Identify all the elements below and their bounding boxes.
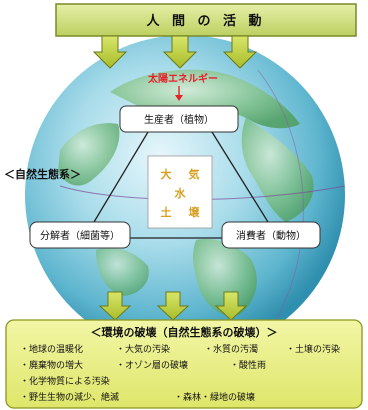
destruction-box: ＜環境の破壊（自然生態系の破壊）＞ ・地球の温暖化 ・大気の汚染 ・水質の汚濁 …	[5, 319, 363, 409]
destruction-item: ・森林・緑地の破壊	[174, 391, 255, 403]
destruction-title: ＜環境の破壊（自然生態系の破壊）＞	[91, 325, 278, 339]
cycle-triangle	[93, 131, 269, 239]
destruction-item: ・化学物質による汚染	[20, 375, 110, 387]
consumer-label: 消費者（動物）	[236, 229, 306, 242]
human-activity-label: 人 間 の 活 動	[146, 13, 265, 29]
human-activity-banner: 人 間 の 活 動	[55, 3, 357, 37]
producer-label: 生産者（植物）	[144, 113, 214, 126]
consumer-box: 消費者（動物）	[221, 221, 321, 249]
env-soil-char-1: 土	[161, 205, 172, 219]
environment-box: 大 気 水 土 壌	[147, 155, 213, 229]
natural-ecosystem-label: ＜自然生態系＞	[4, 167, 81, 181]
arrow-down-icon	[156, 291, 190, 321]
decomposer-box: 分解者（細菌等）	[29, 221, 131, 249]
arrow-down-icon	[92, 35, 128, 69]
solar-energy-label: 太陽エネルギー	[147, 72, 218, 85]
destruction-item: ・土壌の汚染	[286, 343, 340, 355]
destruction-item: ・大気の汚染	[116, 343, 170, 355]
env-water-char: 水	[175, 186, 187, 200]
destruction-item: ・地球の温暖化	[20, 343, 83, 355]
bottom-arrows	[98, 291, 248, 321]
arrow-down-icon	[214, 291, 248, 321]
arrow-down-icon	[222, 35, 258, 69]
env-air-char-2: 気	[189, 167, 200, 181]
producer-box: 生産者（植物）	[119, 105, 239, 133]
top-arrows	[92, 35, 258, 69]
destruction-item: ・廃棄物の増大	[20, 359, 83, 371]
destruction-item: ・野生生物の減少、絶滅	[20, 391, 119, 403]
env-soil-char-2: 壌	[189, 205, 201, 219]
destruction-item: ・水質の汚濁	[204, 343, 258, 355]
env-air-char-1: 大	[161, 167, 172, 181]
red-arrow-icon	[175, 86, 183, 101]
decomposer-label: 分解者（細菌等）	[40, 229, 120, 242]
destruction-item: ・オゾン層の破壊	[116, 359, 188, 371]
destruction-item: ・酸性雨	[230, 359, 266, 371]
arrow-down-icon	[98, 291, 132, 321]
arrow-down-icon	[162, 35, 198, 69]
